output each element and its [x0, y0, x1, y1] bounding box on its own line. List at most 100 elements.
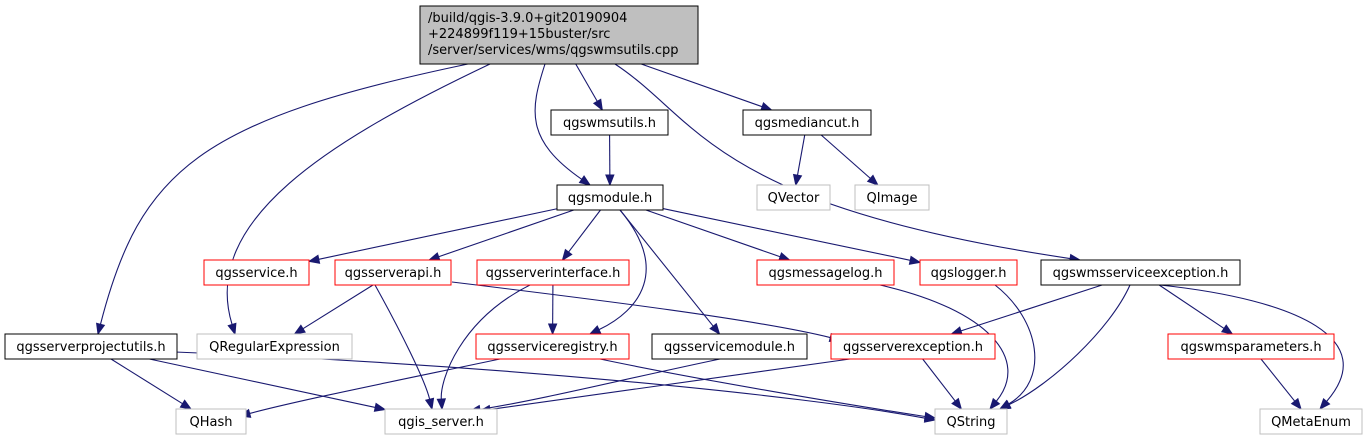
node-qgsserverapi-h[interactable]: qgsserverapi.h	[334, 259, 452, 286]
edge-qgswmsutils-h-to-qgsmodule-h	[605, 134, 615, 187]
edge-qgsmodule-h-to-qgsservice-h-line	[318, 208, 558, 260]
node-qgsmediancut-h[interactable]: qgsmediancut.h	[742, 109, 872, 136]
edge-qgswmsserviceexception-h-to-qgswmsparameters-h-line	[1158, 284, 1225, 329]
node-root-file-line-1: /build/qgis-3.9.0+git20190904	[428, 11, 627, 26]
node-QVector: QVector	[756, 184, 831, 211]
node-qgslogger-h-label: qgslogger.h	[931, 266, 1007, 281]
node-root-file: /build/qgis-3.9.0+git20190904+224899f119…	[419, 5, 699, 65]
node-qgsmessagelog-h-box	[756, 259, 895, 286]
node-QImage-label: QImage	[867, 191, 918, 206]
edge-qgswmsserviceexception-h-to-qgsserverexception-h-line	[960, 284, 1103, 332]
node-qgsserviceregistry-h[interactable]: qgsserviceregistry.h	[475, 333, 630, 360]
edge-root-to-qgswmsserviceexception-h-line	[614, 63, 1071, 260]
edge-qgsmodule-h-to-qgslogger-h	[662, 208, 922, 265]
edge-qgswmsparameters-h-to-QMetaEnum	[1260, 358, 1302, 411]
edge-qgslogger-h-to-QString	[994, 284, 1036, 410]
edge-qgsmediancut-h-to-QVector-line	[796, 134, 806, 176]
node-qgsmodule-h-box	[556, 184, 664, 211]
node-qgsserverinterface-h-box	[476, 259, 630, 286]
edge-qgsserverprojectutils-h-to-qgis-server-h	[149, 358, 387, 412]
edge-qgswmsparameters-h-to-QMetaEnum-arrowhead	[1290, 397, 1302, 411]
edge-qgsmodule-h-to-qgsmessagelog-h-arrowhead	[778, 252, 791, 262]
node-qgswmsutils-h-box	[550, 109, 669, 136]
node-qgswmsparameters-h-box	[1167, 333, 1335, 360]
edge-qgsserverprojectutils-h-to-qgis-server-h-line	[149, 358, 376, 408]
node-qgsserverprojectutils-h-box	[4, 333, 178, 360]
node-qgsserverprojectutils-h-label: qgsserverprojectutils.h	[16, 340, 165, 355]
node-qgswmsserviceexception-h-label: qgswmsserviceexception.h	[1053, 266, 1229, 281]
edge-qgsserverinterface-h-to-qgis-server-h-line	[440, 284, 531, 400]
edge-qgswmsserviceexception-h-to-QMetaEnum-arrowhead	[1319, 397, 1331, 411]
edge-qgsmodule-h-to-qgsserverapi-h-line	[438, 209, 575, 258]
node-qgsservice-h[interactable]: qgsservice.h	[203, 259, 310, 286]
node-qgsmodule-h[interactable]: qgsmodule.h	[556, 184, 664, 211]
edge-qgswmsparameters-h-to-QMetaEnum-line	[1260, 358, 1296, 402]
edge-qgsserverapi-h-to-qgsserverexception-h	[451, 281, 842, 343]
node-QImage-box	[854, 184, 930, 211]
node-qgswmsparameters-h-label: qgswmsparameters.h	[1180, 340, 1321, 355]
edge-root-to-qgsmediancut-h-line	[641, 63, 763, 108]
node-QImage: QImage	[854, 184, 930, 211]
edge-qgsserverprojectutils-h-to-QHash-line	[110, 358, 183, 405]
edge-qgsserverexception-h-to-qgis-server-h	[478, 358, 851, 415]
node-qgsserverprojectutils-h[interactable]: qgsserverprojectutils.h	[4, 333, 178, 360]
node-qgsserverapi-h-box	[334, 259, 452, 286]
edge-root-to-qgsmodule-h-arrowhead	[578, 175, 592, 186]
edge-root-to-qgsmodule-h-line	[534, 63, 583, 180]
edge-qgsserverapi-h-to-QRegularExpression	[293, 284, 374, 335]
edge-qgsserverapi-h-to-qgis-server-h-line	[374, 284, 431, 400]
edge-qgsmodule-h-to-qgsservice-h-arrowhead	[307, 254, 321, 264]
edge-qgsserverexception-h-to-QString-line	[922, 358, 956, 402]
node-qgslogger-h[interactable]: qgslogger.h	[919, 259, 1018, 286]
edge-qgsmediancut-h-to-QVector-arrowhead	[792, 173, 803, 187]
edge-root-to-qgswmsutils-h	[575, 63, 603, 112]
edge-qgswmsserviceexception-h-to-qgswmsparameters-h-arrowhead	[1220, 324, 1234, 335]
edge-qgswmsserviceexception-h-to-qgswmsparameters-h	[1158, 284, 1234, 335]
node-qgsservicemodule-h-label: qgsservicemodule.h	[664, 340, 795, 355]
node-qgsservice-h-label: qgsservice.h	[215, 266, 297, 281]
node-QVector-box	[756, 184, 831, 211]
node-qgsmessagelog-h[interactable]: qgsmessagelog.h	[756, 259, 895, 286]
edge-qgsmessagelog-h-to-QString-arrowhead	[989, 397, 1001, 411]
edge-qgsmodule-h-to-qgsserverinterface-h	[561, 209, 601, 262]
node-qgsserverapi-h-label: qgsserverapi.h	[345, 266, 442, 281]
node-qgis-server-h-box	[384, 408, 498, 435]
node-root-file-box	[419, 5, 699, 65]
node-QHash-box	[175, 408, 247, 435]
node-qgsservicemodule-h[interactable]: qgsservicemodule.h	[651, 333, 808, 360]
node-qgswmsserviceexception-h[interactable]: qgswmsserviceexception.h	[1040, 259, 1241, 286]
node-qgswmsparameters-h[interactable]: qgswmsparameters.h	[1167, 333, 1335, 360]
node-qgsserverinterface-h[interactable]: qgsserverinterface.h	[476, 259, 630, 286]
node-QRegularExpression-box	[196, 333, 353, 360]
edge-qgsmodule-h-to-qgslogger-h-line	[662, 208, 911, 261]
node-qgswmsutils-h-label: qgswmsutils.h	[563, 116, 656, 131]
node-QMetaEnum-box	[1259, 408, 1363, 435]
edge-qgsmodule-h-to-qgsserviceregistry-h-arrowhead	[588, 325, 602, 335]
edge-qgsserverapi-h-to-qgis-server-h	[374, 284, 435, 411]
node-QString-box	[934, 408, 1008, 435]
nodes-layer: /build/qgis-3.9.0+git20190904+224899f119…	[4, 5, 1363, 435]
node-QRegularExpression: QRegularExpression	[196, 333, 353, 360]
edge-qgsserverprojectutils-h-to-QHash-arrowhead	[179, 399, 193, 410]
node-qgsserviceregistry-h-box	[475, 333, 630, 360]
edge-qgswmsserviceexception-h-to-QString-line	[1008, 284, 1131, 406]
edge-root-to-qgsserverprojectutils-h	[96, 63, 469, 336]
edge-qgsserverexception-h-to-QString-arrowhead	[951, 397, 963, 411]
edge-root-to-qgsmediancut-h	[641, 63, 773, 111]
edge-qgsserverapi-h-to-qgis-server-h-arrowhead	[424, 397, 435, 411]
node-qgsserverexception-h[interactable]: qgsserverexception.h	[830, 333, 996, 360]
edge-qgsserverexception-h-to-QString	[922, 358, 963, 411]
edge-qgsserverapi-h-to-QRegularExpression-line	[302, 284, 374, 330]
edge-qgsmediancut-h-to-QImage	[820, 134, 879, 186]
edge-qgswmsserviceexception-h-to-QString	[998, 284, 1131, 410]
node-qgsserverexception-h-box	[830, 333, 996, 360]
edge-qgsserviceregistry-h-to-QString	[599, 358, 937, 422]
edge-qgswmsserviceexception-h-to-QMetaEnum-line	[1159, 284, 1344, 402]
node-root-file-line-3: /server/services/wms/qgswmsutils.cpp	[428, 43, 679, 58]
edge-root-to-qgswmsutils-h-line	[575, 63, 598, 102]
node-qgswmsutils-h[interactable]: qgswmsutils.h	[550, 109, 669, 136]
node-qgsmediancut-h-box	[742, 109, 872, 136]
edge-qgsmodule-h-to-qgsserverinterface-h-arrowhead	[561, 248, 573, 262]
edge-root-to-qgsmodule-h	[534, 63, 592, 186]
edge-root-to-qgswmsserviceexception-h	[614, 63, 1082, 264]
